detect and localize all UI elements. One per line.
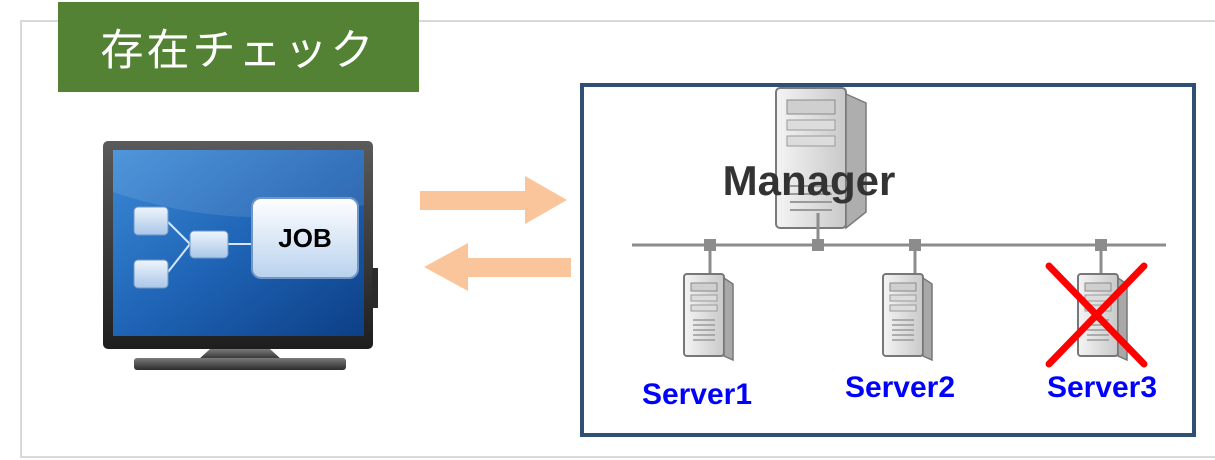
manager-server-icon xyxy=(775,87,867,230)
response-arrow xyxy=(424,243,571,291)
job-label: JOB xyxy=(278,223,331,253)
server3-label: Server3 xyxy=(1047,371,1157,404)
network-bus xyxy=(632,213,1166,278)
server1-label: Server1 xyxy=(642,378,752,411)
manager-label: Manager xyxy=(723,157,896,204)
server2-icon xyxy=(882,273,933,361)
server1-icon xyxy=(683,273,734,361)
server2-label: Server2 xyxy=(845,371,955,404)
server3-failure-x-icon xyxy=(1045,262,1148,368)
page-title: 存在チェック xyxy=(58,2,419,92)
client-monitor-icon: JOB xyxy=(103,141,378,370)
network-group-box xyxy=(580,83,1196,437)
request-arrow xyxy=(420,176,567,224)
job-node xyxy=(251,197,359,279)
